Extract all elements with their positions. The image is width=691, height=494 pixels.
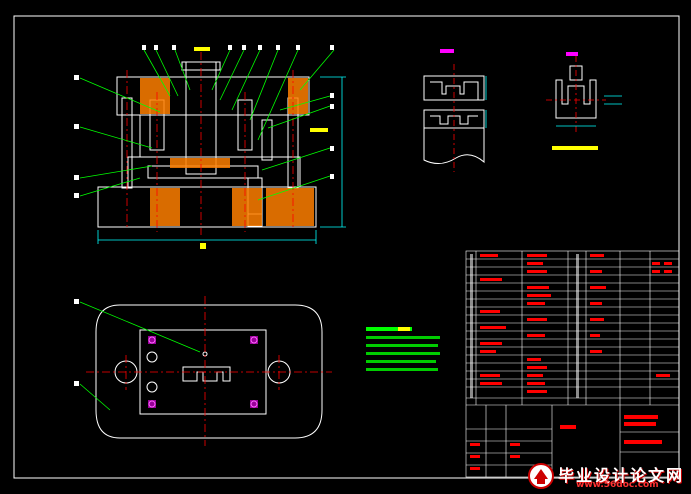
- part-detail-2-centerline: [546, 56, 606, 132]
- title-block-text: [470, 415, 662, 470]
- part-detail-1-title: [440, 49, 454, 53]
- part-detail-2-title: [566, 52, 578, 56]
- front-dimensions: [97, 76, 346, 244]
- sheet-border: [13, 15, 680, 479]
- part-detail-2-dims: [556, 95, 622, 127]
- plan-centerlines: [86, 296, 332, 446]
- technical-requirements: [366, 327, 440, 371]
- title-block: [466, 405, 679, 477]
- plan-view: [95, 304, 323, 439]
- front-centerlines: [126, 52, 294, 235]
- front-balloons: [74, 45, 334, 198]
- part-detail-1: [423, 75, 485, 164]
- plan-balloons: [74, 299, 79, 386]
- plan-corner-marks: [148, 336, 258, 408]
- front-highlight-labels: [194, 47, 328, 132]
- part-detail-2-scale: [552, 146, 598, 150]
- plan-leaders: [79, 301, 201, 411]
- bom-entries: [470, 254, 672, 398]
- front-dim-text: [200, 243, 206, 249]
- front-leaders: [79, 49, 335, 201]
- bom-table: [465, 250, 680, 478]
